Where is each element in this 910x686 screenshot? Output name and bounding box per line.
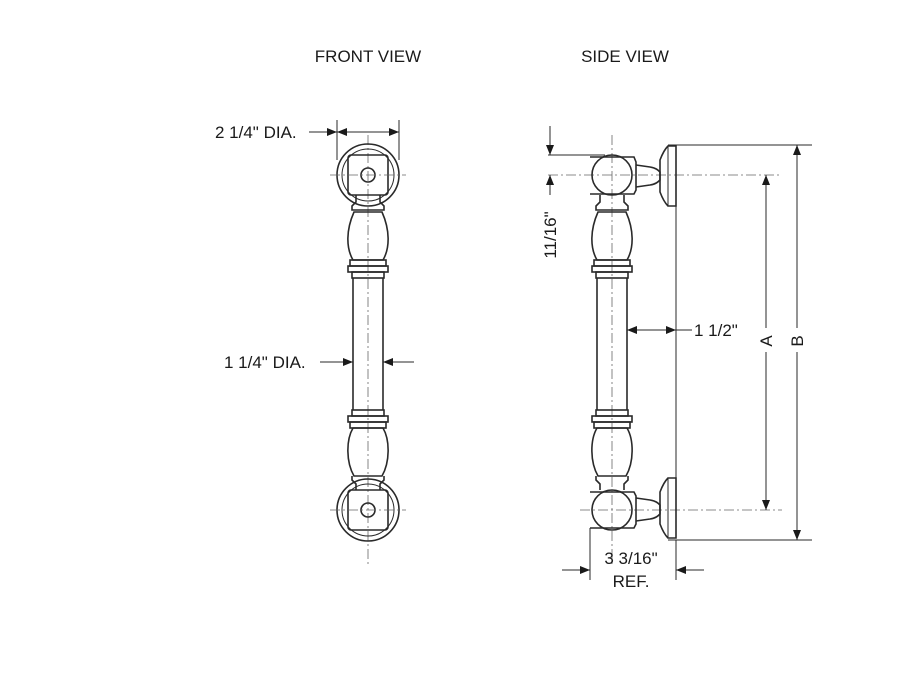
grip-dia-label: 1 1/4" DIA.: [224, 353, 306, 372]
front-view-title: FRONT VIEW: [315, 47, 421, 66]
offset-dimension: 11/16": [541, 126, 560, 259]
front-grip: [347, 195, 389, 490]
rosette-dia-label: 2 1/4" DIA.: [215, 123, 297, 142]
front-view: 2 1/4" DIA. 1 1/4" DIA.: [215, 120, 414, 565]
front-bottom-rosette: [330, 478, 406, 542]
clearance-label: 1 1/2": [694, 321, 738, 340]
dimension-a: A: [757, 175, 776, 510]
side-view: 11/16" 1 1/2" A B: [541, 126, 812, 591]
front-top-rosette: [330, 143, 406, 207]
side-grip: [591, 195, 633, 490]
depth-label-line2: REF.: [613, 572, 650, 591]
side-view-title: SIDE VIEW: [581, 47, 669, 66]
dim-a-label: A: [757, 335, 776, 347]
depth-dimension: 3 3/16" REF.: [562, 528, 704, 591]
clearance-dimension: 1 1/2": [627, 321, 738, 340]
front-grip-dimension: 1 1/4" DIA.: [224, 353, 414, 372]
depth-label-line1: 3 3/16": [604, 549, 657, 568]
offset-label: 11/16": [541, 211, 560, 258]
dimension-b: B: [788, 145, 807, 540]
front-rosette-dimension: 2 1/4" DIA.: [215, 120, 400, 160]
dim-b-label: B: [788, 335, 807, 346]
side-bottom-post: [590, 477, 677, 539]
